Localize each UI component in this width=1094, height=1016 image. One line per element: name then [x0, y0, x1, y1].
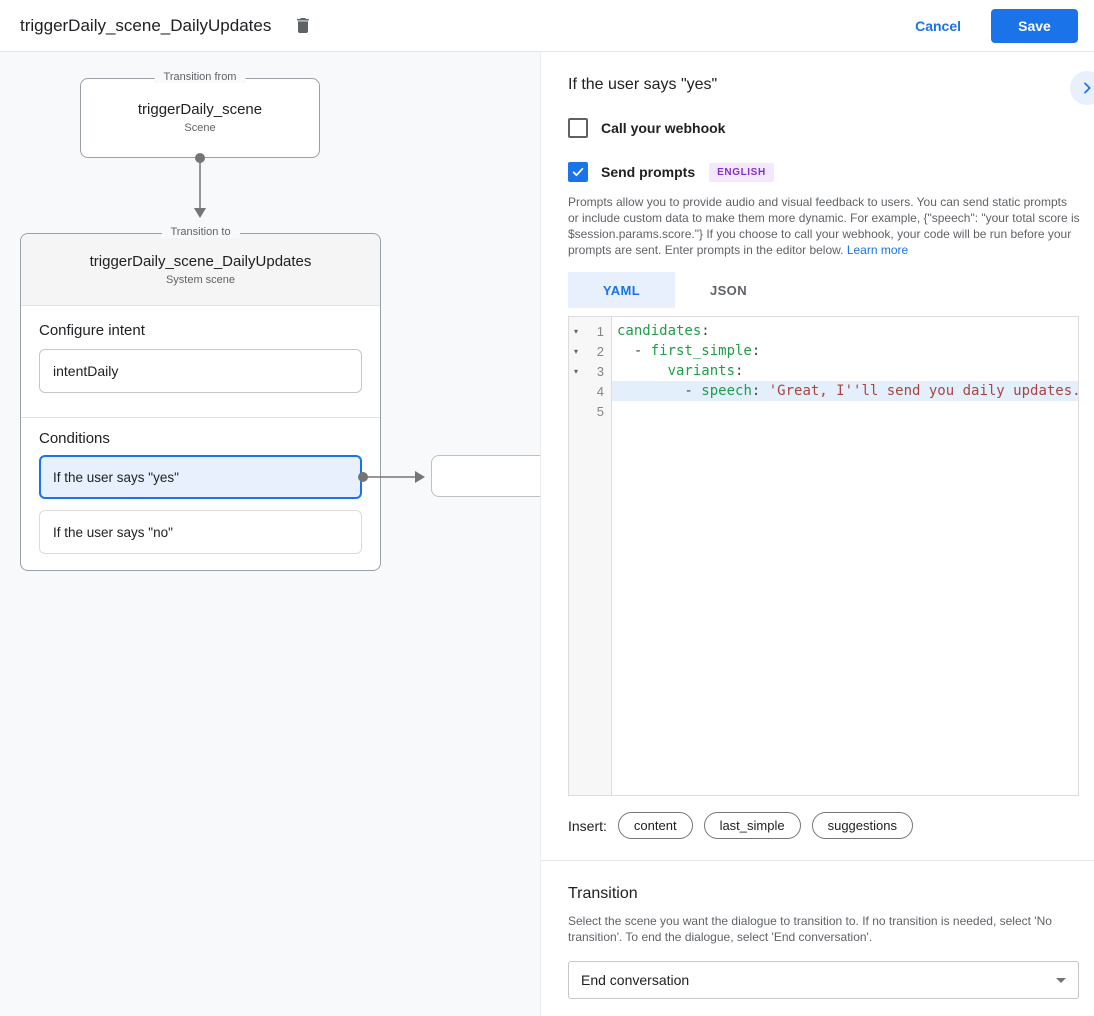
condition-item[interactable]: If the user says "yes": [39, 455, 362, 499]
code-token: variants: [667, 363, 736, 379]
section-divider: [541, 860, 1094, 861]
from-node-legend: Transition from: [154, 71, 246, 83]
intent-field[interactable]: intentDaily: [39, 349, 362, 393]
transition-select[interactable]: End conversation: [568, 961, 1079, 999]
gutter-row: ▾1: [569, 321, 611, 341]
prompts-description: Prompts allow you to provide audio and v…: [568, 194, 1080, 258]
page-title: triggerDaily_scene_DailyUpdates: [20, 15, 272, 35]
insert-chip-suggestions[interactable]: suggestions: [811, 812, 913, 839]
code-token: first_simple: [650, 343, 752, 359]
collapse-panel-button[interactable]: [1070, 71, 1094, 105]
configure-intent-section: Configure intent intentDaily: [21, 306, 380, 418]
insert-chip-content[interactable]: content: [617, 812, 693, 839]
prompts-checkbox-row[interactable]: Send prompts ENGLISH: [568, 162, 1078, 182]
code-line: - speech: 'Great, I''ll send you daily u…: [612, 381, 1078, 401]
learn-more-link[interactable]: Learn more: [846, 243, 909, 257]
insert-label: Insert:: [568, 817, 607, 834]
conditions-section: Conditions If the user says "yes"If the …: [21, 418, 380, 554]
chevron-right-icon: [1079, 80, 1094, 96]
gutter-row: ▾3: [569, 361, 611, 381]
code-line: - first_simple:: [612, 341, 1078, 361]
gutter-row: 4: [569, 381, 611, 401]
code-line: variants:: [612, 361, 1078, 381]
from-scene-node[interactable]: Transition from triggerDaily_scene Scene: [80, 71, 320, 158]
fold-arrow-icon[interactable]: ▾: [573, 326, 578, 336]
insert-row: Insert: content last_simple suggestions: [568, 812, 1078, 839]
gutter-row: ▾2: [569, 341, 611, 361]
insert-chip-last_simple[interactable]: last_simple: [703, 812, 801, 839]
to-node-title: triggerDaily_scene_DailyUpdates: [89, 253, 312, 270]
trash-icon: [293, 15, 313, 36]
format-tabs: YAML JSON: [568, 272, 1078, 308]
conditions-list: If the user says "yes" If the user says "…: [39, 455, 362, 554]
code-token: 'Great, I''ll send you daily updates.: [768, 383, 1078, 399]
language-badge: ENGLISH: [709, 162, 774, 182]
line-number: 2: [596, 343, 604, 359]
condition-heading: If the user says "yes": [568, 76, 718, 93]
transition-select-value: End conversation: [581, 972, 690, 988]
condition-label: If the user says "yes": [53, 469, 179, 485]
prompts-description-text: Prompts allow you to provide audio and v…: [568, 195, 1080, 257]
code-line: candidates:: [612, 321, 1078, 341]
code-token: :: [751, 343, 761, 359]
conditions-label: Conditions: [39, 430, 110, 447]
webhook-label: Call your webhook: [601, 120, 726, 136]
fold-arrow-icon[interactable]: ▾: [573, 346, 578, 356]
editor-code-area[interactable]: candidates: - first_simple: variants: - …: [612, 317, 1078, 795]
condition-item[interactable]: If the user says "no": [39, 510, 362, 554]
line-number: 4: [596, 383, 604, 399]
checkmark-icon: [571, 165, 585, 179]
condition-transition-arrow: [358, 471, 425, 483]
code-token: [617, 363, 668, 379]
code-token: :: [735, 363, 744, 379]
from-node-title: triggerDaily_scene: [137, 101, 263, 118]
line-number: 5: [596, 403, 604, 419]
to-node-header[interactable]: triggerDaily_scene_DailyUpdates System s…: [21, 234, 380, 306]
to-node-legend: Transition to: [161, 226, 240, 238]
condition-label: If the user says "no": [53, 524, 173, 540]
to-scene-node: Transition to triggerDaily_scene_DailyUp…: [20, 226, 381, 571]
save-button[interactable]: Save: [991, 8, 1078, 43]
top-bar: triggerDaily_scene_DailyUpdates Cancel S…: [0, 0, 1094, 52]
insert-chips: content last_simple suggestions: [607, 812, 913, 839]
tab-json[interactable]: JSON: [709, 282, 747, 298]
dropdown-caret-icon: [1056, 978, 1066, 983]
code-token: :: [701, 323, 710, 339]
code-token: -: [617, 343, 651, 359]
code-token: candidates: [617, 323, 702, 339]
to-node-subtitle: System scene: [165, 274, 236, 286]
code-token: -: [617, 383, 702, 399]
line-number: 1: [596, 323, 604, 339]
prompts-checkbox[interactable]: [568, 162, 588, 182]
webhook-checkbox[interactable]: [568, 118, 588, 138]
transition-heading: Transition: [568, 885, 638, 902]
condition-editor-panel: If the user says "yes" Call your webhook…: [541, 52, 1094, 1016]
code-token: speech: [701, 383, 752, 399]
delete-scene-button[interactable]: [289, 12, 317, 40]
line-number: 3: [596, 363, 604, 379]
code-token: :: [751, 383, 769, 399]
cancel-button[interactable]: Cancel: [915, 17, 961, 34]
transition-arrow-down: [194, 153, 206, 218]
tab-yaml[interactable]: YAML: [568, 272, 675, 308]
next-scene-node[interactable]: [431, 455, 540, 497]
scene-flow-canvas: Transition from triggerDaily_scene Scene…: [0, 52, 541, 1016]
configure-intent-label: Configure intent: [39, 322, 145, 339]
gutter-row: 5: [569, 401, 611, 421]
from-node-subtitle: Scene: [184, 122, 216, 134]
code-line: [612, 401, 1078, 421]
transition-description: Select the scene you want the dialogue t…: [568, 914, 1052, 944]
webhook-checkbox-row[interactable]: Call your webhook: [568, 118, 1078, 138]
fold-arrow-icon[interactable]: ▾: [573, 366, 578, 376]
prompts-label: Send prompts: [601, 164, 696, 180]
